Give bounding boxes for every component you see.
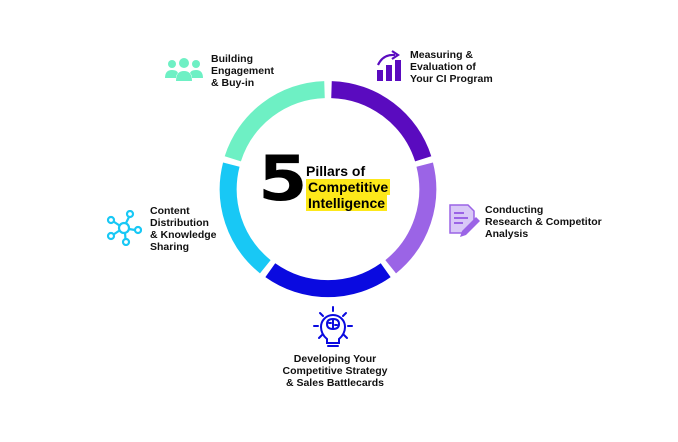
pillar-label-measuring: Measuring & Evaluation of Your CI Progra… [410, 49, 493, 85]
page-title: Pillars of Competitive Intelligence [306, 163, 391, 211]
lightbulb-brain-icon [313, 306, 353, 347]
ring-segment-engagement [224, 81, 325, 162]
pillar-label-distribution: Content Distribution & Knowledge Sharing [150, 205, 217, 253]
ring-segment-measuring [331, 81, 432, 162]
network-nodes-icon [106, 210, 142, 246]
title-line-1: Pillars of [306, 163, 366, 179]
ring-segment-distribution [219, 162, 271, 274]
ring-segment-strategy [265, 263, 391, 298]
bar-chart-arrow-icon [376, 50, 401, 81]
pillar-count: 5 [258, 142, 308, 215]
title-line-2: Competitive [306, 179, 391, 195]
ring-segment-research [385, 162, 437, 274]
pillar-label-strategy: Developing Your Competitive Strategy & S… [282, 353, 388, 389]
document-pencil-icon [449, 204, 480, 237]
pillar-label-engagement: Building Engagement & Buy-in [211, 53, 275, 89]
title-line-3: Intelligence [306, 195, 388, 211]
people-group-icon [165, 58, 203, 81]
pillar-label-research: Conducting Research & Competitor Analysi… [485, 204, 602, 240]
